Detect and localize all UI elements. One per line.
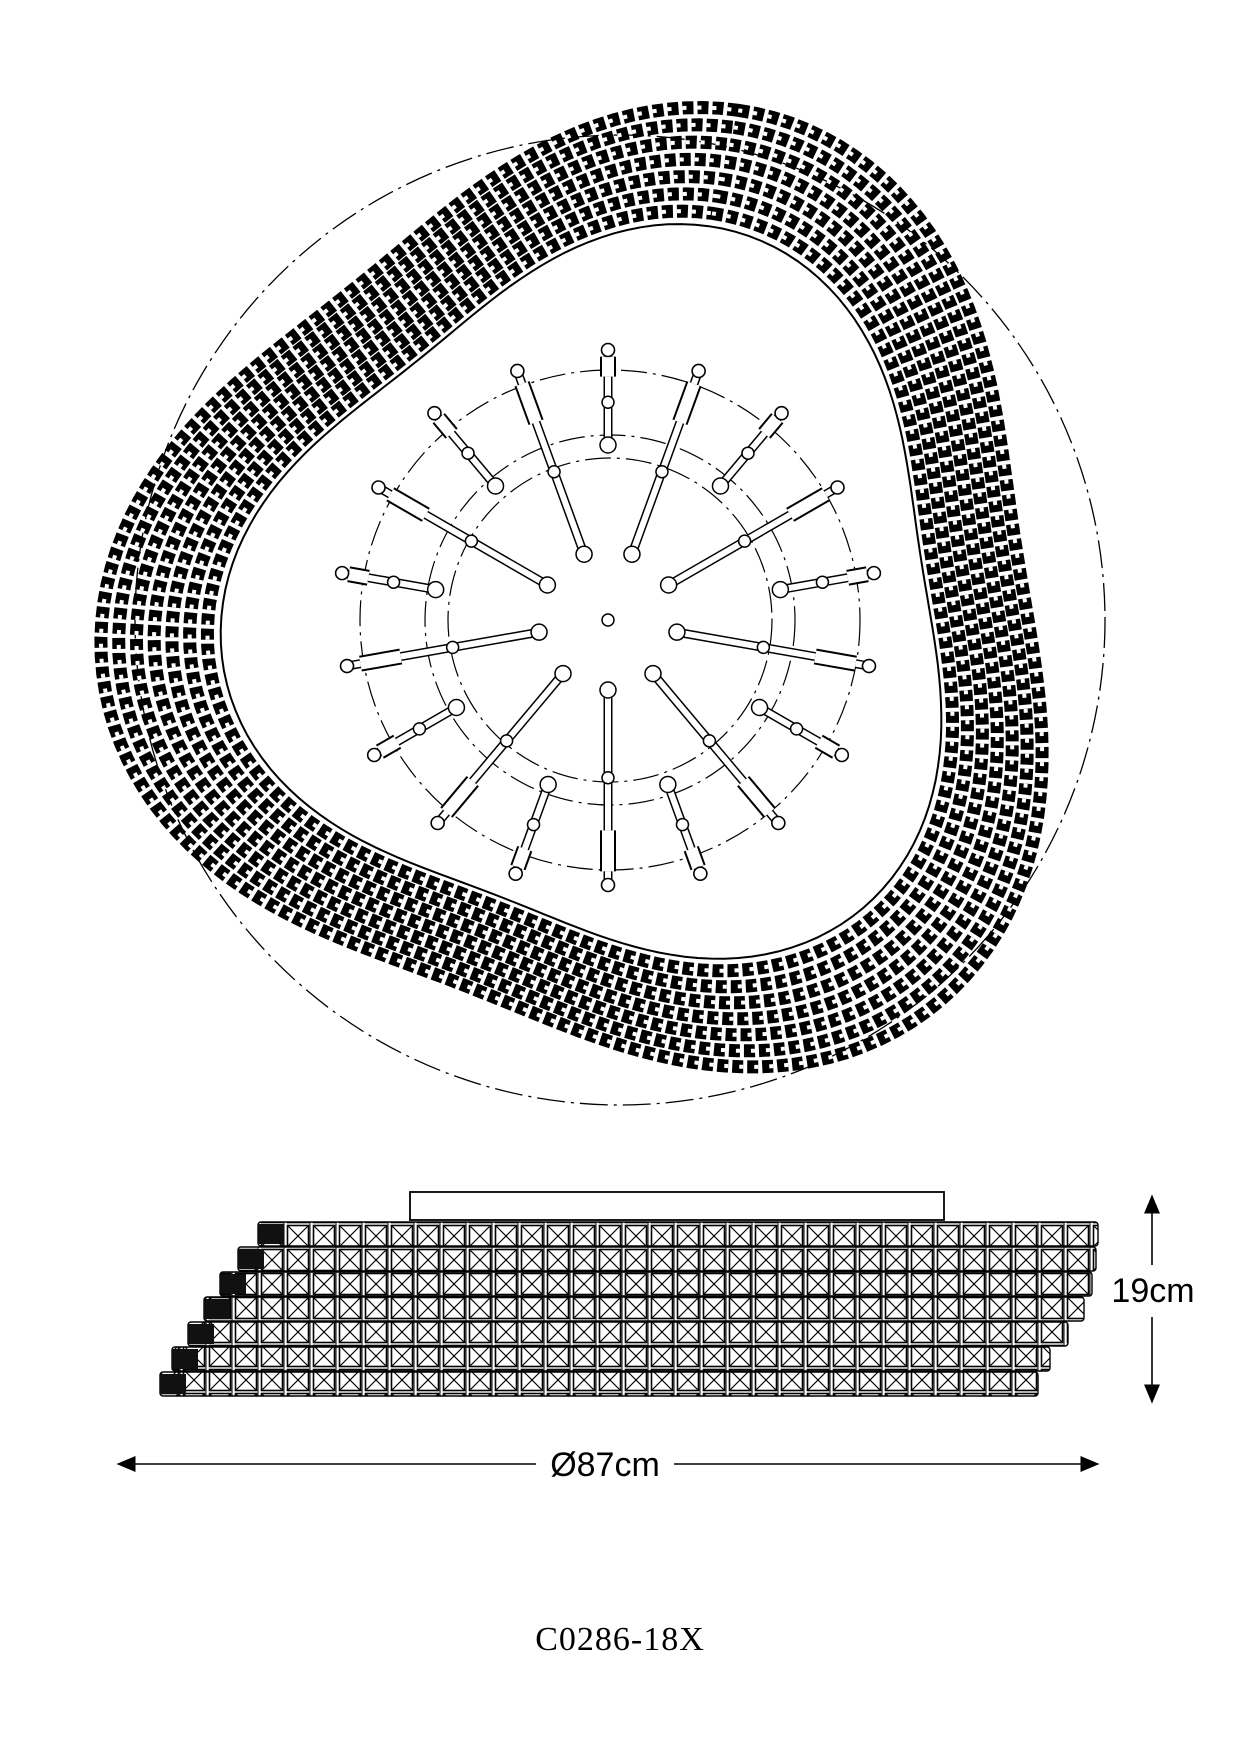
light-arm <box>668 623 877 674</box>
side-view <box>159 1191 1099 1397</box>
plan-view <box>94 100 1106 1106</box>
light-arm <box>430 664 572 831</box>
light-arm <box>334 565 445 599</box>
light-arm <box>371 480 557 594</box>
tier-end <box>204 1299 230 1319</box>
crystal-bands <box>94 100 1049 1074</box>
light-arm <box>659 480 845 594</box>
center-point <box>601 613 615 627</box>
crystal-tier <box>219 1271 1093 1297</box>
light-arms <box>334 342 882 893</box>
height-label: 19cm <box>1111 1272 1194 1310</box>
diameter-dimension: Ø87cm <box>116 1436 1100 1486</box>
light-arm <box>366 698 466 763</box>
crystal-tier <box>203 1296 1085 1322</box>
crystal-band-highlight <box>187 191 970 989</box>
light-arm <box>510 363 593 563</box>
tier-end <box>188 1324 214 1344</box>
light-arm <box>599 681 617 893</box>
crystal-tier <box>257 1221 1099 1247</box>
model-code: C0286-18X <box>535 1621 705 1658</box>
crystal-tier <box>171 1346 1051 1372</box>
crystal-tiers <box>159 1221 1099 1397</box>
tier-end <box>160 1374 186 1394</box>
light-arm <box>711 405 789 495</box>
canopy <box>409 1191 945 1221</box>
crystal-tier <box>187 1321 1069 1347</box>
crystal-band-highlight <box>98 105 1045 1069</box>
tier-end <box>258 1224 284 1244</box>
tier-end <box>238 1249 264 1269</box>
tier-end <box>220 1274 246 1294</box>
light-arm <box>644 664 786 831</box>
diameter-label: Ø87cm <box>550 1446 660 1484</box>
light-arm <box>659 775 708 882</box>
light-arm <box>750 698 850 763</box>
light-arm <box>599 342 617 454</box>
light-arm <box>339 623 548 674</box>
light-arm <box>427 405 505 495</box>
crystal-band-highlight <box>169 174 985 1005</box>
light-arm <box>508 775 557 882</box>
band-inner-edge <box>219 223 943 960</box>
crystal-tier <box>237 1246 1097 1272</box>
height-dimension: 19cm <box>1106 1194 1202 1404</box>
light-arm <box>623 363 706 563</box>
tier-end <box>172 1349 198 1369</box>
crystal-tier <box>159 1371 1039 1397</box>
crystal-band <box>112 118 1034 1058</box>
crystal-band-highlight <box>152 157 1000 1021</box>
light-arm <box>771 565 882 599</box>
crystal-band-highlight <box>134 140 1015 1037</box>
crystal-band <box>200 204 959 978</box>
